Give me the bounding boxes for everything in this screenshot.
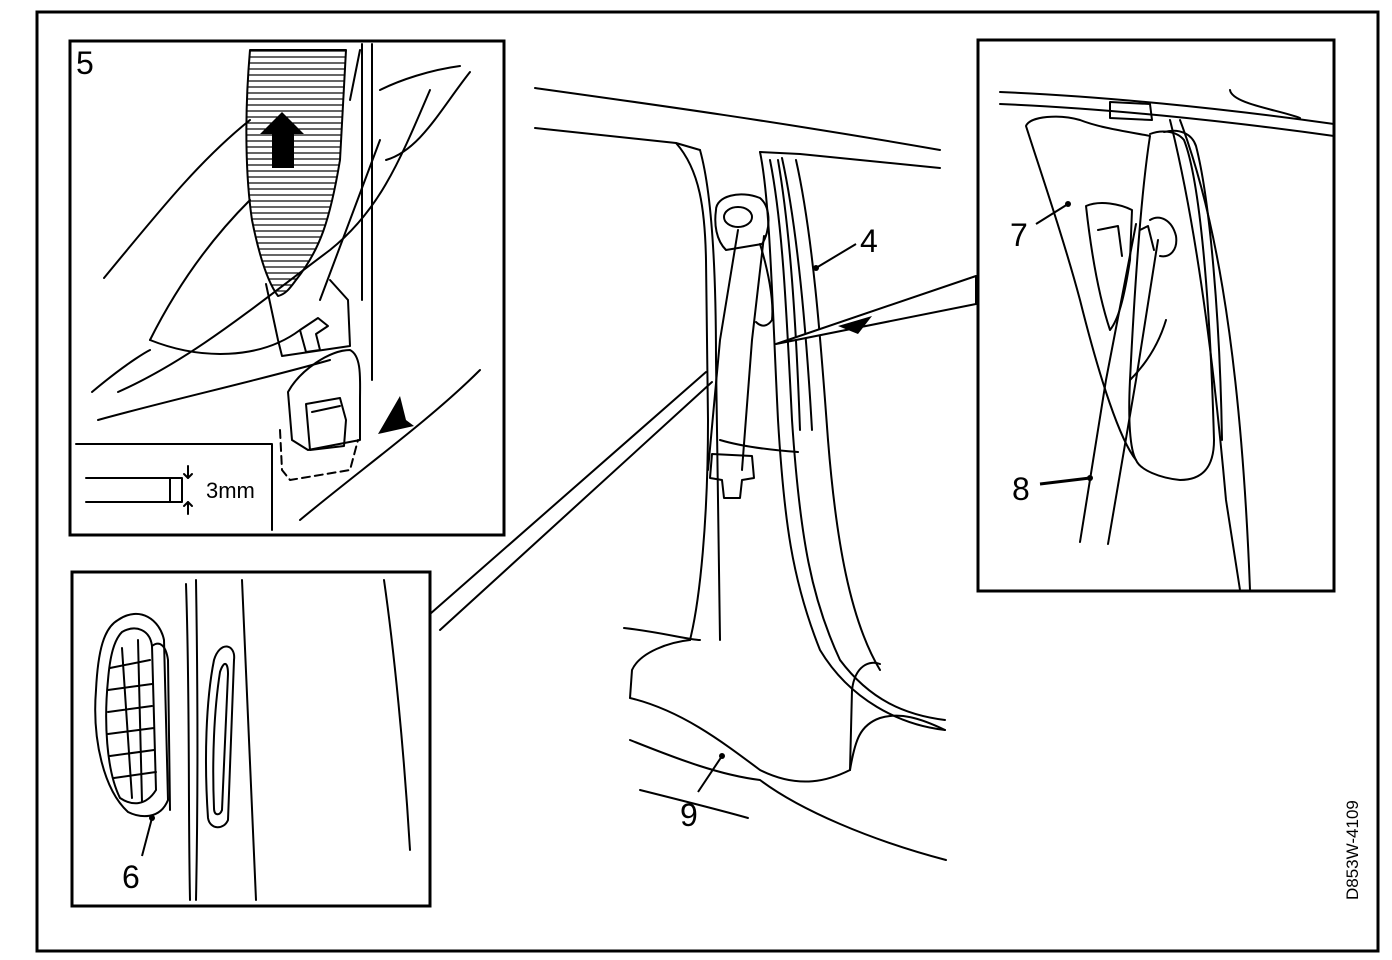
outer-frame — [35, 10, 1380, 953]
main-pillar-drawing — [429, 87, 947, 861]
inset-6-drawing — [94, 579, 411, 901]
leader-8 — [1039, 476, 1091, 486]
figure-code: D853W-4109 — [1343, 800, 1362, 900]
callout-4: 4 — [860, 223, 878, 259]
dimension-label: 3mm — [206, 478, 255, 503]
leader-9 — [697, 755, 723, 793]
leader-4 — [815, 243, 857, 269]
callout-8: 8 — [1012, 471, 1030, 507]
callout-6: 6 — [122, 859, 140, 895]
leader-6 — [141, 817, 153, 857]
leader-7 — [1035, 203, 1069, 225]
inset-right-frame — [976, 38, 1336, 593]
callout-7: 7 — [1010, 217, 1028, 253]
callout-5: 5 — [76, 45, 94, 81]
inset-5-drawing — [75, 43, 481, 531]
pointer-wedge — [775, 275, 977, 345]
callout-9: 9 — [680, 797, 698, 833]
inset-right-drawing — [999, 89, 1334, 591]
inset-6-frame — [70, 570, 432, 908]
